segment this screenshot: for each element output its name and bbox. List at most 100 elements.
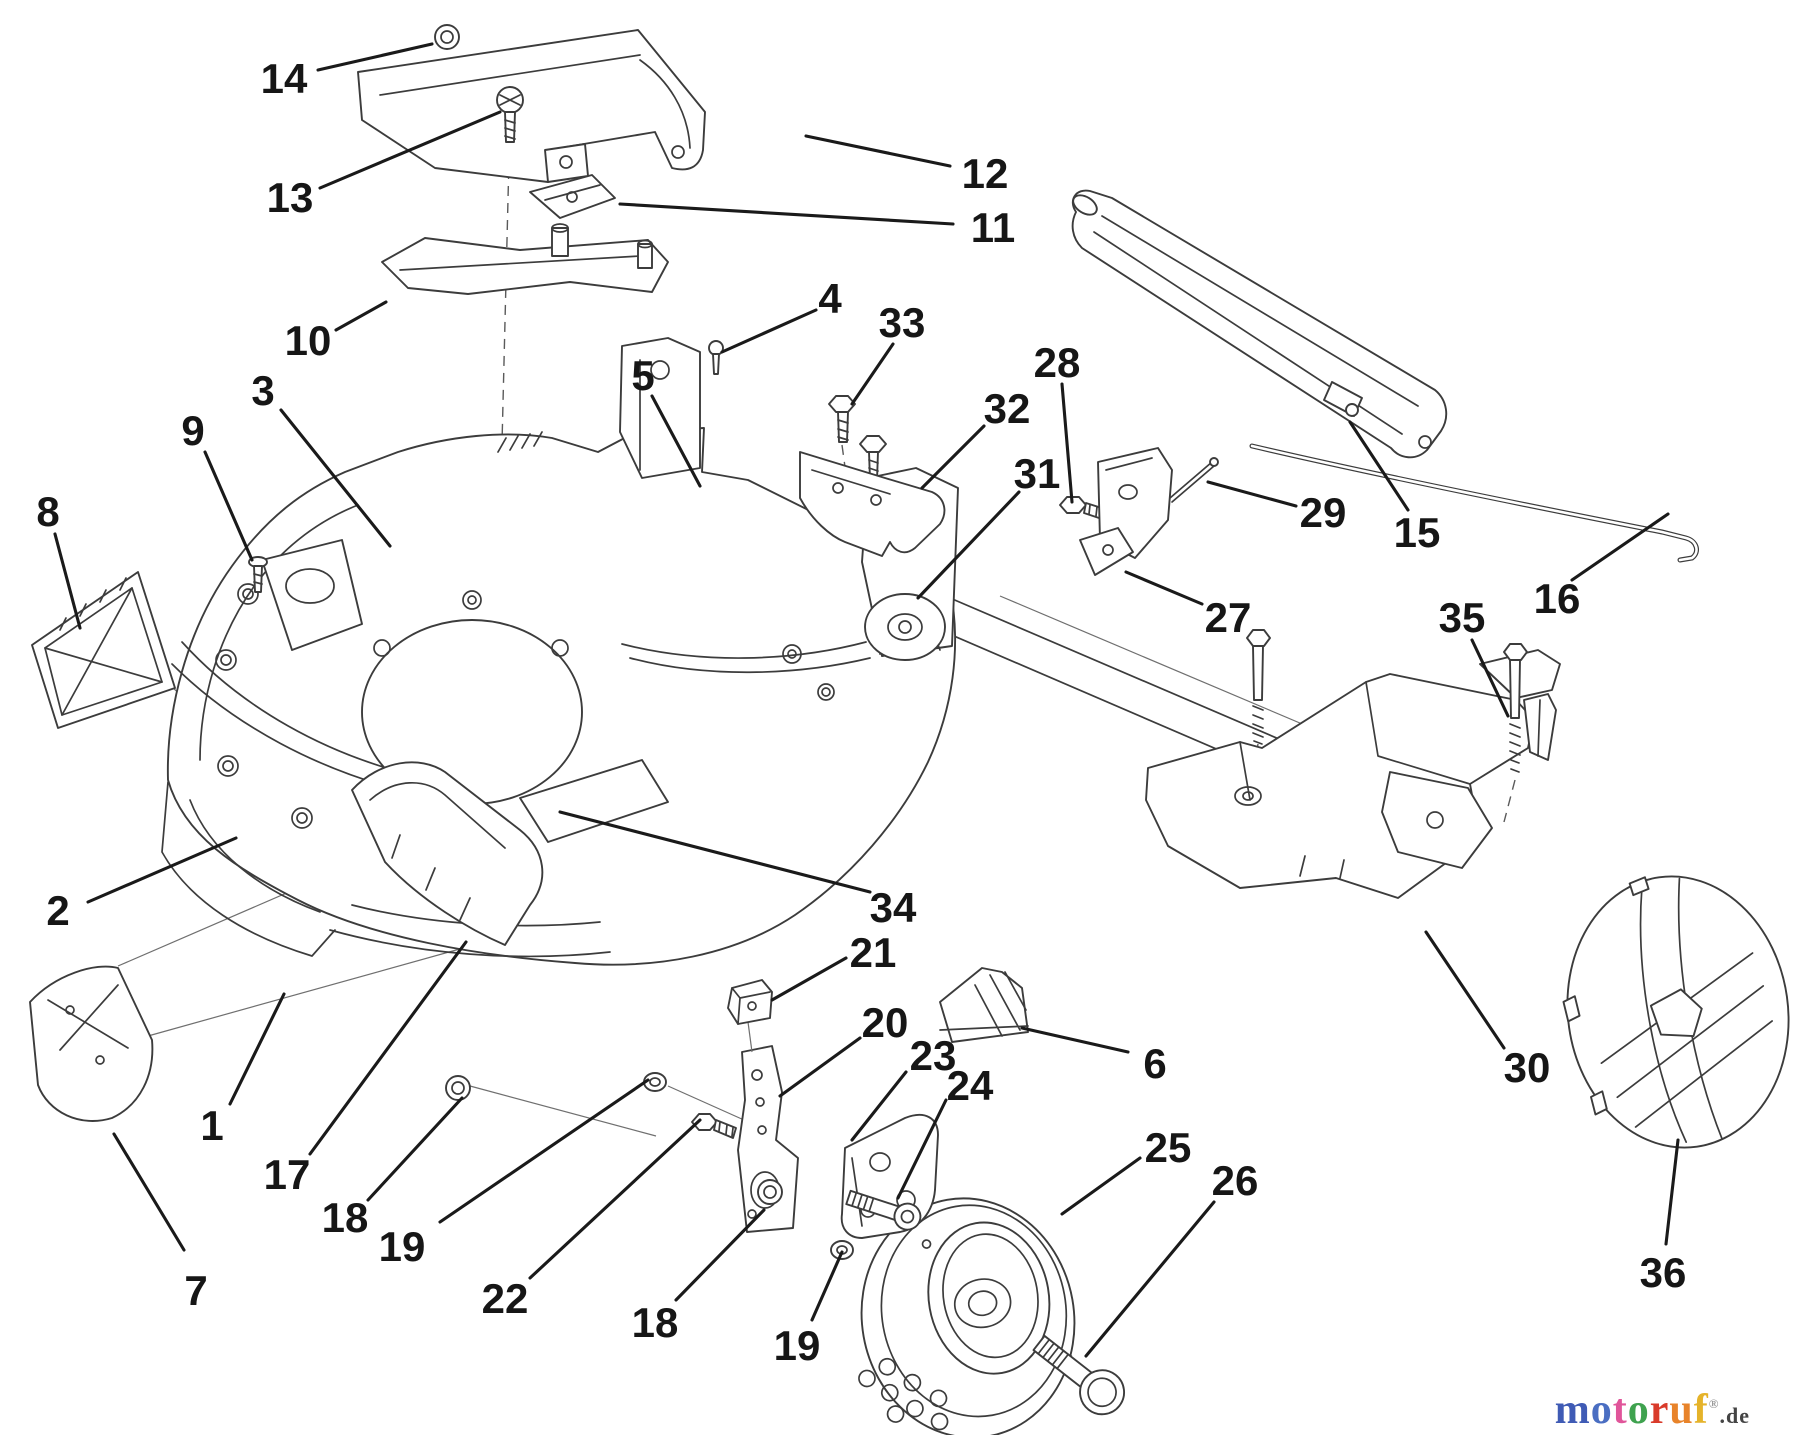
leader-line-13 [318,110,502,190]
callout-20: 20 [862,999,909,1046]
leader-line-22 [528,1118,702,1280]
callout-25: 25 [1145,1124,1192,1171]
watermark-letter: m [1554,1387,1591,1433]
callout-5: 5 [631,352,654,399]
leader-line-5 [650,394,702,488]
part-24-bolt [845,1189,922,1231]
callout-34: 34 [870,884,917,931]
callout-19: 19 [379,1223,426,1270]
callout-3: 3 [251,367,274,414]
callout-33: 33 [879,299,926,346]
part-7-side-cover [29,965,154,1122]
leader-line-28 [1060,382,1074,504]
leader-line-30 [1424,930,1506,1050]
callout-19: 19 [774,1322,821,1369]
leader-line-9 [203,450,254,562]
part-35-bolts [1246,629,1528,773]
leader-line-12 [804,134,952,168]
leader-line-8 [53,532,82,630]
callout-10: 10 [285,317,332,364]
callout-18: 18 [632,1299,679,1346]
part-8-side-screen [31,571,176,729]
part-33-bolts [828,395,887,481]
leader-line-25 [1060,1156,1142,1216]
callout-22: 22 [482,1275,529,1322]
watermark-letter: t [1612,1387,1628,1433]
callout-36: 36 [1640,1249,1687,1296]
leader-line-14 [316,42,434,72]
leader-line-35 [1470,638,1510,718]
callout-24: 24 [947,1062,994,1109]
watermark-reg-mark: ® [1708,1396,1720,1411]
part-13-screw [496,86,524,143]
part-26-axle-bolt [1032,1334,1126,1416]
leader-line-32 [920,424,986,490]
watermark-letter: r [1649,1387,1670,1433]
leader-line-34 [558,810,872,894]
callout-14: 14 [261,55,308,102]
part-30-belt-cover [1145,649,1561,899]
callout-27: 27 [1205,594,1252,641]
leader-line-1 [228,992,286,1106]
part-17-front-baffle [351,761,544,946]
watermark-letter: f [1693,1387,1709,1433]
part-4-screw [708,340,724,375]
leader-line-2 [86,836,238,904]
watermark-suffix: .de [1719,1403,1750,1428]
part-31-pulley [621,593,946,674]
callout-32: 32 [984,385,1031,432]
leader-line-21 [770,956,848,1002]
leader-line-11 [618,202,955,226]
part-20-height-bracket [737,1021,799,1233]
part-6-wedge [939,967,1029,1043]
part-10-baffle [381,223,669,295]
leader-line-10 [334,300,388,332]
leader-line-23 [850,1070,908,1142]
callout-18: 18 [322,1194,369,1241]
part-15-handle-guard [1071,189,1448,459]
leader-line-19 [438,1078,650,1224]
part-21-block [727,979,773,1025]
callout-15: 15 [1394,509,1441,556]
callout-7: 7 [184,1267,207,1314]
part-34-decal [519,759,669,843]
leader-line-29 [1206,480,1298,508]
part-2-side-skirt [161,781,336,957]
callout-12: 12 [962,150,1009,197]
leader-line-17 [308,940,468,1156]
callout-11: 11 [971,204,1015,251]
leader-line-15 [1348,420,1410,512]
part-36-wheel-cover [1562,875,1790,1149]
leader-line-19 [810,1250,844,1322]
callout-21: 21 [850,929,897,976]
callout-35: 35 [1439,594,1486,641]
callout-28: 28 [1034,339,1081,386]
watermark-letter: o [1627,1387,1650,1433]
callout-4: 4 [818,275,842,322]
part-32-engine-bracket [799,451,946,557]
leader-line-4 [720,308,818,354]
callout-29: 29 [1300,489,1347,536]
callout-31: 31 [1014,450,1061,497]
callout-9: 9 [181,407,204,454]
leader-line-33 [850,342,895,406]
leader-line-36 [1664,1138,1680,1246]
leader-line-16 [1570,512,1670,582]
leader-line-31 [916,490,1021,600]
callout-2: 2 [46,887,69,934]
leader-line-3 [279,408,392,548]
part-11-plate [529,174,616,219]
callout-1: 1 [200,1102,223,1149]
part-29-pin [1169,457,1219,503]
watermark-letter: u [1669,1387,1694,1433]
leader-line-24 [896,1098,948,1200]
part-25-wheel [858,1197,1076,1435]
leader-line-20 [778,1036,862,1098]
callout-17: 17 [264,1151,311,1198]
part-18-nuts [445,1075,783,1205]
callout-6: 6 [1143,1040,1166,1087]
part-19-washers [643,1072,854,1260]
part-14-nut [434,24,460,50]
